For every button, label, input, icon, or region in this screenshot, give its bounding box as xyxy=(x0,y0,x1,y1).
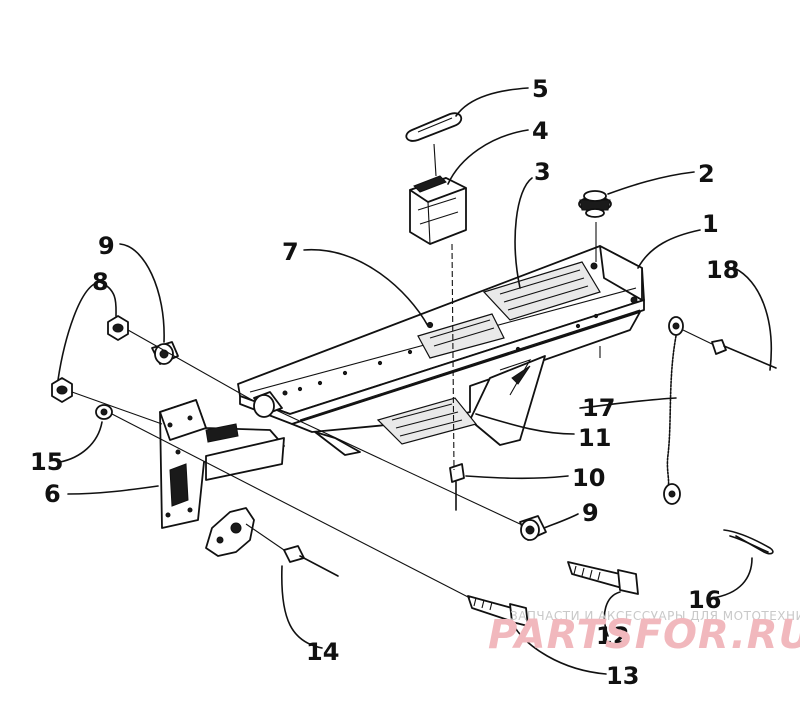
callout-14: 14 xyxy=(306,638,339,666)
rivet-part-10 xyxy=(449,463,465,511)
callout-5: 5 xyxy=(532,75,549,103)
rivet-holes xyxy=(282,262,599,396)
callout-9-upper: 9 xyxy=(98,232,115,260)
leader-lines xyxy=(57,87,773,675)
plate-part-6 xyxy=(159,399,285,529)
callout-numbers: 5 4 3 2 1 18 9 7 8 17 11 10 15 6 9 16 14… xyxy=(30,75,739,690)
watermark-caption: ЗАПЧАСТИ И АКСЕССУАРЫ ДЛЯ МОТОТЕХНИКИ xyxy=(510,609,800,623)
bolt-part-13 xyxy=(467,595,529,627)
assembly-lines xyxy=(71,143,713,599)
callout-7: 7 xyxy=(282,238,299,266)
cotter-pin-part-16 xyxy=(723,529,774,555)
callout-9-lower: 9 xyxy=(582,499,599,527)
latch-part-14 xyxy=(205,507,339,577)
callout-3: 3 xyxy=(534,158,551,186)
callout-12: 12 xyxy=(596,622,629,650)
holder-part-4 xyxy=(409,175,467,245)
watermark: ЗАПЧАСТИ И АКСЕССУАРЫ ДЛЯ МОТОТЕХНИКИ PA… xyxy=(488,609,800,658)
callout-11: 11 xyxy=(578,424,611,452)
spacer-part-9-lower xyxy=(253,391,547,541)
callout-6: 6 xyxy=(44,480,61,508)
bolt-part-12 xyxy=(567,561,639,595)
callout-17: 17 xyxy=(582,394,615,422)
callout-2: 2 xyxy=(698,160,715,188)
washer-part-15 xyxy=(95,404,113,420)
grommet-part-2 xyxy=(578,190,612,218)
callout-16: 16 xyxy=(688,586,721,614)
decal-11 xyxy=(376,397,478,445)
callout-18: 18 xyxy=(706,256,739,284)
callout-15: 15 xyxy=(30,448,63,476)
callout-13: 13 xyxy=(606,662,639,690)
watermark-brand: PARTSFOR.RU xyxy=(488,612,800,658)
callout-8: 8 xyxy=(92,268,109,296)
pin-part-18 xyxy=(711,339,777,369)
decal-3 xyxy=(482,261,601,321)
callout-10: 10 xyxy=(572,464,605,492)
callout-4: 4 xyxy=(532,117,549,145)
nut-part-8 xyxy=(51,315,129,403)
decal-7 xyxy=(417,313,505,359)
clip-part-5 xyxy=(405,112,463,142)
cable-part-17 xyxy=(663,316,684,505)
callout-1: 1 xyxy=(702,210,719,238)
